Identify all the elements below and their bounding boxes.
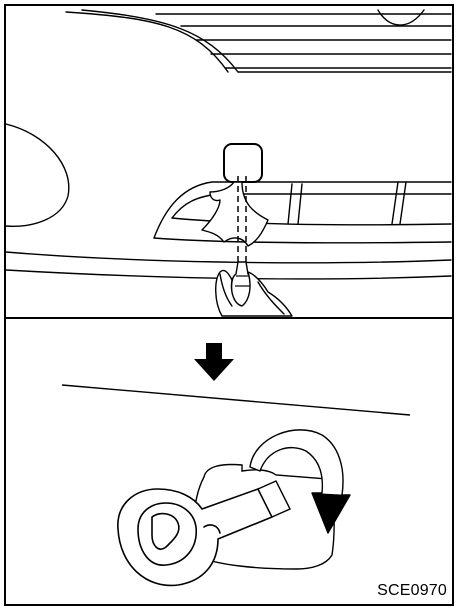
installation-illustration-panel: [6, 319, 452, 606]
tow-hook-cover: [224, 144, 262, 182]
down-arrow-icon: [194, 343, 234, 381]
vent-divider: [288, 184, 292, 224]
vent-divider: [392, 182, 398, 224]
hand-drawing: [216, 270, 292, 316]
lamp-outline: [6, 124, 69, 226]
protective-cloth: [202, 182, 268, 246]
bumper-cover-removal-drawing: [6, 6, 452, 317]
bumper-edge-line: [62, 385, 410, 415]
bumper-lower-line: [6, 252, 451, 263]
vent-divider: [400, 182, 406, 224]
vent-outer-top: [154, 182, 451, 238]
tow-hook-install-drawing: [6, 319, 452, 606]
figure-code: SCE0970: [377, 582, 447, 600]
vent-outer-bottom: [154, 238, 451, 243]
vent-divider: [298, 184, 302, 224]
emblem-arc: [378, 10, 424, 25]
removal-illustration-panel: [6, 6, 452, 317]
upper-trim-line-inner: [82, 10, 238, 72]
upper-trim-line: [66, 12, 228, 72]
figure-frame: SCE0970: [4, 4, 454, 606]
